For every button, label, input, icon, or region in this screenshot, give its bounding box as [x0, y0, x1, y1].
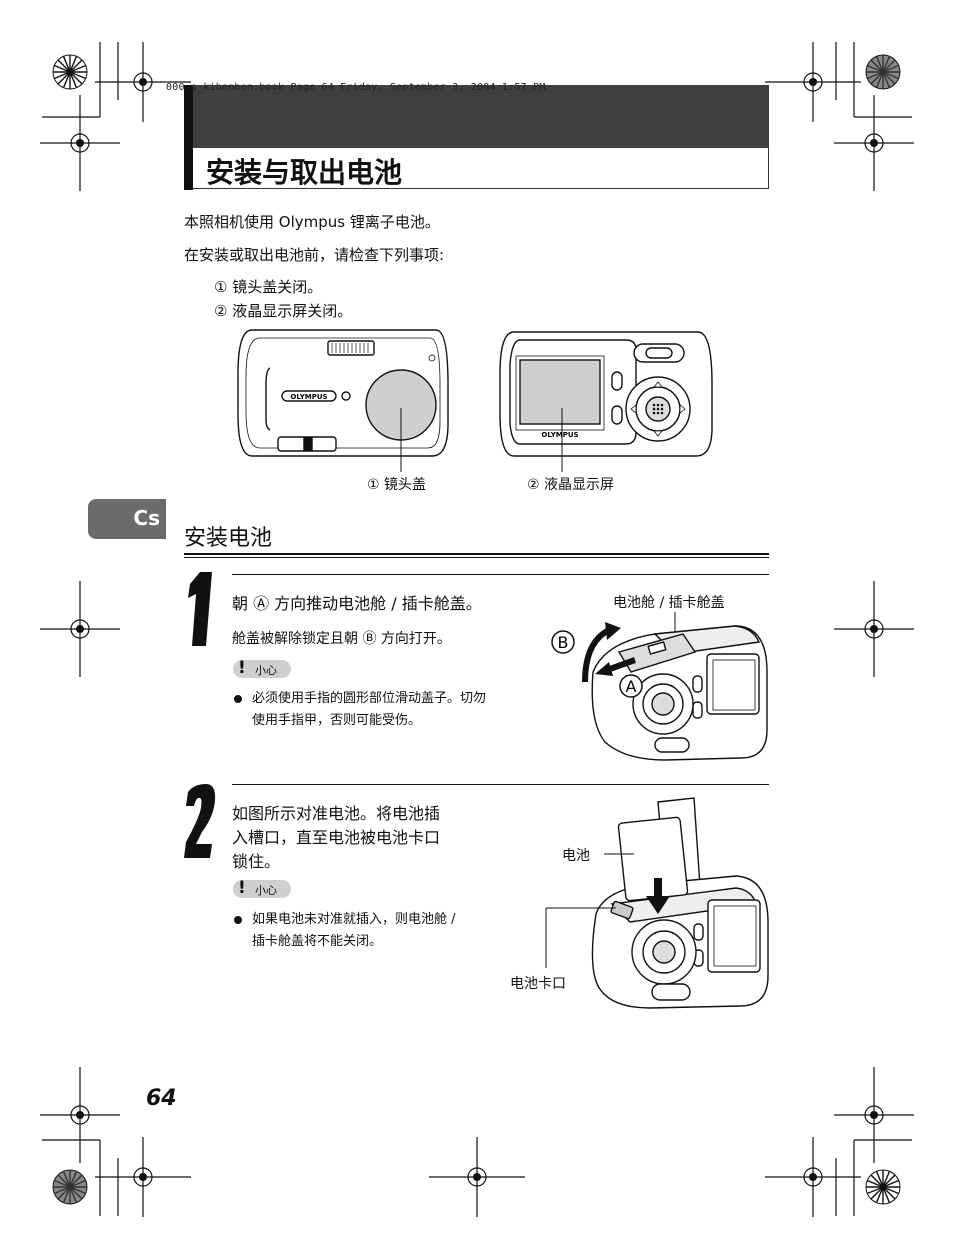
section-title: 安装电池	[184, 526, 273, 551]
step-1-bullet-line-1: 必须使用手指的圆形部位滑动盖子。切勿	[252, 691, 487, 706]
step-1-figure-label: 电池舱 / 插卡舱盖	[613, 595, 725, 611]
caution-icon: !	[238, 878, 246, 898]
title-dark-band	[184, 85, 769, 148]
step-1-detail: 舱盖被解除锁定且朝 Ⓑ 方向打开。	[232, 631, 451, 647]
label-battery: 电池	[562, 848, 590, 864]
step-2-instruction-1: 如图所示对准电池。将电池插	[232, 804, 441, 823]
page-title: 安装与取出电池	[206, 156, 403, 189]
checklist-item-1: ① 镜头盖关闭。	[214, 278, 323, 296]
brand-back-text: OLYMPUS	[541, 431, 578, 439]
step-2-instruction-3: 锁住。	[232, 852, 281, 871]
bullet-dot-icon	[234, 694, 242, 703]
step-2-instruction-2: 入槽口，直至电池被电池卡口	[232, 828, 441, 847]
file-header-line: 000_s_kihonhen.book Page 64 Friday, Sept…	[166, 82, 546, 93]
title-light-band	[184, 148, 769, 189]
section-rule-thin	[184, 557, 769, 558]
step-1-instruction: 朝 Ⓐ 方向推动电池舱 / 插卡舱盖。	[232, 594, 482, 613]
step-2-bullet-line-2: 插卡舱盖将不能关闭。	[252, 934, 383, 949]
step-1-bullet: 必须使用手指的圆形部位滑动盖子。切勿 使用手指甲，否则可能受伤。	[234, 688, 486, 732]
step-1-number: 1	[188, 572, 212, 646]
step-1-camera-illustration: B A	[551, 612, 768, 761]
brand-front-text: OLYMPUS	[290, 393, 327, 401]
marker-a-text: A	[626, 677, 637, 696]
label-battery-latch: 电池卡口	[510, 976, 566, 992]
title-block: 安装与取出电池	[184, 85, 769, 190]
page-number: 64	[146, 1086, 177, 1111]
language-tab-label: Cs	[133, 506, 160, 530]
camera-front-back-illustration: OLYMPUS OLYMPUS	[237, 329, 713, 472]
section-rule-thick	[184, 553, 769, 555]
caption-lcd: ② 液晶显示屏	[527, 477, 615, 493]
step-2-bullet: 如果电池未对准就插入，则电池舱 / 插卡舱盖将不能关闭。	[234, 909, 456, 953]
step-2-caution-label: 小心	[255, 884, 277, 897]
step-1-caution-badge: ! 小心	[233, 658, 293, 680]
step-1-bullet-line-2: 使用手指甲，否则可能受伤。	[252, 713, 422, 728]
step-1-rule	[232, 574, 769, 575]
bullet-dot-icon	[234, 915, 242, 924]
intro-line-2: 在安装或取出电池前，请检查下列事项:	[184, 246, 445, 264]
step-2-bullet-line-1: 如果电池未对准就插入，则电池舱 /	[252, 912, 456, 927]
language-tab: Cs	[88, 499, 166, 539]
caution-icon: !	[238, 658, 246, 678]
step-1-caution-label: 小心	[255, 664, 277, 677]
caption-lens-cover: ① 镜头盖	[367, 477, 427, 493]
title-accent-bar	[184, 85, 193, 190]
step-2-rule	[232, 784, 769, 785]
marker-b-text: B	[558, 633, 569, 652]
checklist-item-2: ② 液晶显示屏关闭。	[214, 302, 353, 320]
step-2-caution-badge: ! 小心	[233, 878, 293, 900]
intro-line-1: 本照相机使用 Olympus 锂离子电池。	[184, 213, 440, 231]
step-2-number: 2	[184, 784, 216, 858]
step-2-camera-illustration	[545, 797, 769, 1009]
